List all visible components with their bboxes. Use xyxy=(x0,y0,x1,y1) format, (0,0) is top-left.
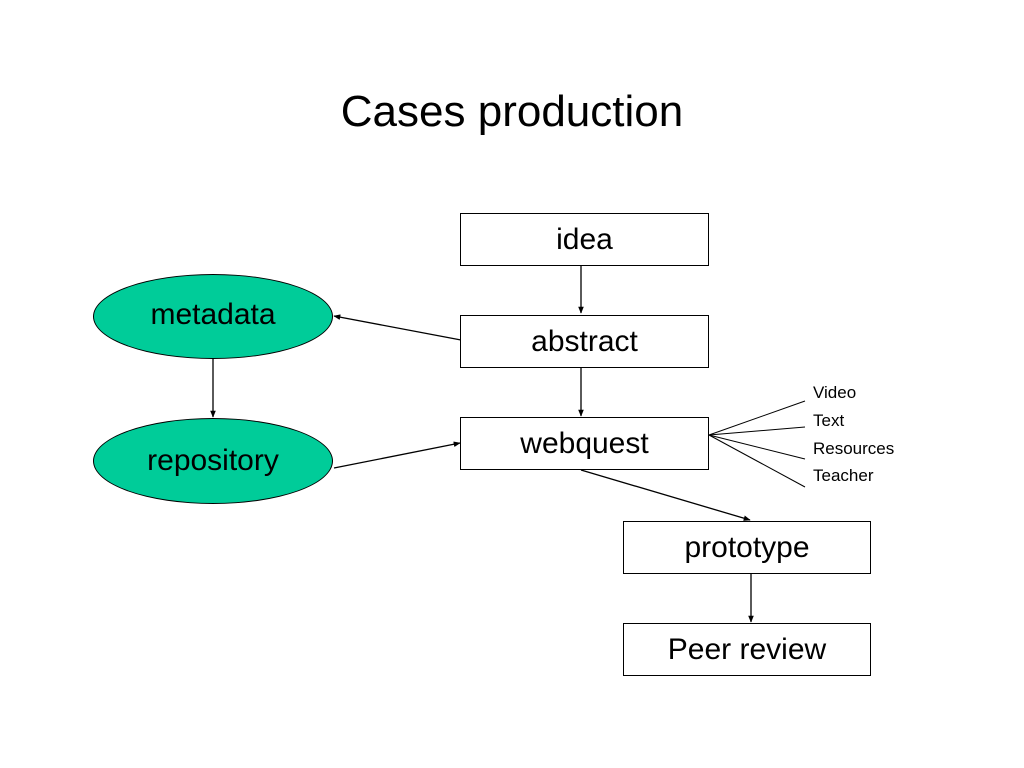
node-idea: idea xyxy=(460,213,709,266)
branch-line-video xyxy=(708,400,806,436)
node-metadata: metadata xyxy=(93,274,333,359)
node-repository: repository xyxy=(93,418,333,504)
node-peer-review: Peer review xyxy=(623,623,871,676)
node-prototype-label: prototype xyxy=(684,530,810,564)
component-text: Text xyxy=(813,411,845,430)
node-prototype: prototype xyxy=(623,521,871,574)
slide-title: Cases production xyxy=(340,87,684,136)
node-abstract: abstract xyxy=(460,315,709,368)
branch-line-text xyxy=(708,426,806,436)
node-peer-review-label: Peer review xyxy=(667,632,827,666)
node-webquest: webquest xyxy=(460,417,709,470)
component-teacher: Teacher xyxy=(813,466,874,485)
component-video: Video xyxy=(813,383,857,402)
node-idea-label: idea xyxy=(556,222,613,256)
arrow-webquest-to-prototype xyxy=(580,469,751,521)
branch-line-resources xyxy=(708,434,806,460)
branch-line-teacher xyxy=(708,434,806,488)
component-resources: Resources xyxy=(813,439,895,458)
arrow-repository-to-webquest xyxy=(333,441,461,469)
node-webquest-label: webquest xyxy=(520,426,649,460)
node-repository-label: repository xyxy=(147,444,279,477)
node-metadata-label: metadata xyxy=(150,297,276,331)
node-abstract-label: abstract xyxy=(531,324,638,358)
arrow-abstract-to-metadata xyxy=(333,314,462,341)
